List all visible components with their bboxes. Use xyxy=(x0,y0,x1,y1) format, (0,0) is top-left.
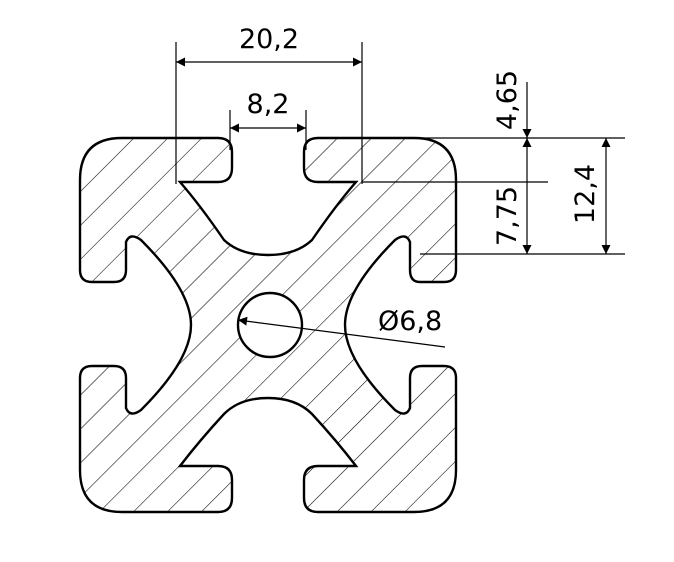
dim-bore-diameter: Ø6,8 xyxy=(378,306,442,337)
dim-top-offset: 4,65 xyxy=(492,70,523,130)
dim-slot-width: 20,2 xyxy=(239,24,299,55)
dim-total-height: 12,4 xyxy=(570,164,601,224)
dim-slot-depth: 7,75 xyxy=(492,186,523,246)
profile-cross-section xyxy=(78,136,458,514)
dim-slot-opening: 8,2 xyxy=(247,89,290,120)
leader-line-bore xyxy=(237,316,446,348)
